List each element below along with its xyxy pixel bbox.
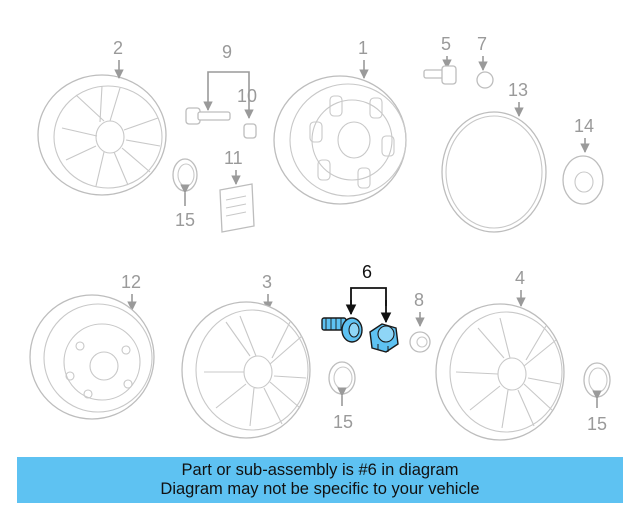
alloy-wheel-4 [435,303,565,441]
parts-diagram: 2 15 9 10 11 1 5 [29,34,611,441]
callout-8: 8 [414,290,424,310]
banner-line-1: Part or sub-assembly is #6 in diagram [181,461,459,479]
callout-5: 5 [441,34,451,54]
part-info-banner: Part or sub-assembly is #6 in diagram Di… [17,457,623,503]
callout-11: 11 [224,148,243,168]
callout-1: 1 [358,38,368,58]
wheel-lock-bolt-6 [321,317,363,343]
callout-10: 10 [237,86,257,106]
callout-12: 12 [121,272,141,292]
wheel-bolt-5 [423,65,457,85]
bolt-cap-7 [476,71,494,89]
callout-2: 2 [113,38,123,58]
callout-15c: 15 [587,414,607,434]
center-cap-emblem-15b [328,361,356,395]
center-cap-14 [562,155,604,205]
center-cap-emblem-15a [172,158,198,192]
lock-set-packet-11 [219,183,255,233]
steel-wheel-12 [29,294,155,420]
callout-15a: 15 [175,210,195,230]
trim-ring-13 [441,111,547,233]
callout-3: 3 [262,272,272,292]
callout-4: 4 [515,268,525,288]
alloy-wheel-2 [37,74,167,196]
callout-9: 9 [222,42,232,62]
alloy-wheel-3 [181,301,311,439]
banner-line-2: Diagram may not be specific to your vehi… [160,480,480,498]
callout-6: 6 [362,262,372,282]
callout-13: 13 [508,80,528,100]
bolt-cap-10 [243,123,257,139]
callout-7: 7 [477,34,487,54]
steel-wheel-1 [273,75,407,205]
wheel-bolt-9 [185,107,231,125]
callout-15b: 15 [333,412,353,432]
callout-14: 14 [574,116,594,136]
wheel-lock-key-6 [369,323,399,353]
bolt-cap-8 [409,331,431,353]
center-cap-emblem-15c [583,362,611,398]
